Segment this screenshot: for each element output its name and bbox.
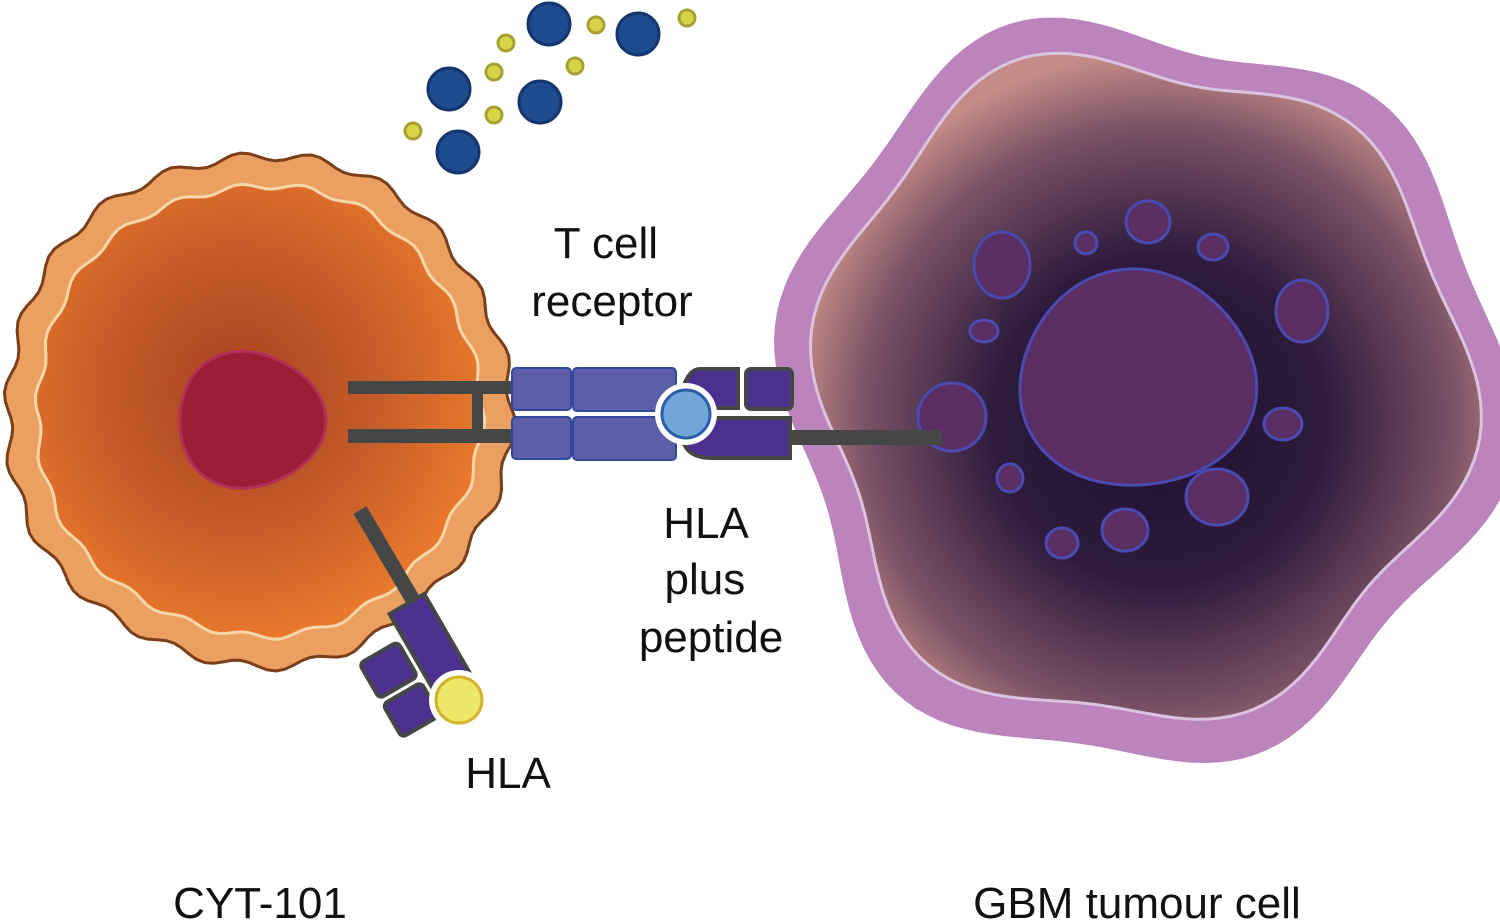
cytokine-small (403, 121, 423, 141)
vesicle (1274, 278, 1330, 344)
hla-peptide-complex (655, 367, 942, 460)
hla-on-t-cell (353, 506, 489, 738)
cytokine-small (484, 105, 504, 125)
label-hla: HLA (465, 749, 551, 798)
vesicle (995, 462, 1025, 494)
receptor-domain (511, 367, 572, 411)
label-cyt101: CYT-101 (173, 879, 347, 920)
peptide-icon (660, 388, 712, 440)
vesicle (1184, 467, 1250, 527)
vesicle (1100, 507, 1150, 553)
cytokine-small (586, 15, 606, 35)
cytokine-molecules (403, 1, 697, 175)
cytokine-large (435, 129, 481, 175)
receptor-stalk-top (348, 381, 516, 394)
label-t-cell-receptor: T cell receptor (531, 219, 692, 326)
hla-stalk (788, 430, 942, 445)
cytokine-large (517, 79, 563, 125)
vesicle (1196, 232, 1230, 262)
vesicle (1073, 230, 1099, 256)
cytokine-small (565, 56, 585, 76)
tumour-cell-nucleus (1018, 267, 1259, 487)
vesicle (1044, 526, 1080, 560)
tumour-vesicles (916, 199, 1330, 560)
peptide-icon (434, 675, 484, 725)
vesicle (968, 318, 1000, 344)
vesicle (1262, 406, 1304, 442)
cytokine-small (496, 33, 516, 53)
receptor-linker (472, 392, 483, 432)
receptor-stalk-bottom (348, 429, 516, 443)
receptor-domain (511, 416, 572, 460)
cytokine-large (526, 1, 572, 47)
label-gbm-tumour-cell: GBM tumour cell (973, 879, 1301, 920)
hla-stalk (353, 506, 427, 616)
vesicle (972, 230, 1032, 300)
t-cell (2, 151, 518, 673)
cytokine-small (484, 62, 504, 82)
hla-domain (744, 367, 794, 411)
cytokine-small (677, 8, 697, 28)
cytokine-large (426, 66, 472, 112)
t-cell-receptor (348, 367, 677, 461)
t-cell-nucleus (178, 349, 328, 490)
cytokine-large (615, 11, 661, 57)
label-hla-plus-peptide: HLA plus peptide (639, 499, 783, 662)
hla-domain (359, 641, 418, 699)
vesicle (1124, 199, 1172, 245)
gbm-tumour-cell (774, 17, 1500, 763)
